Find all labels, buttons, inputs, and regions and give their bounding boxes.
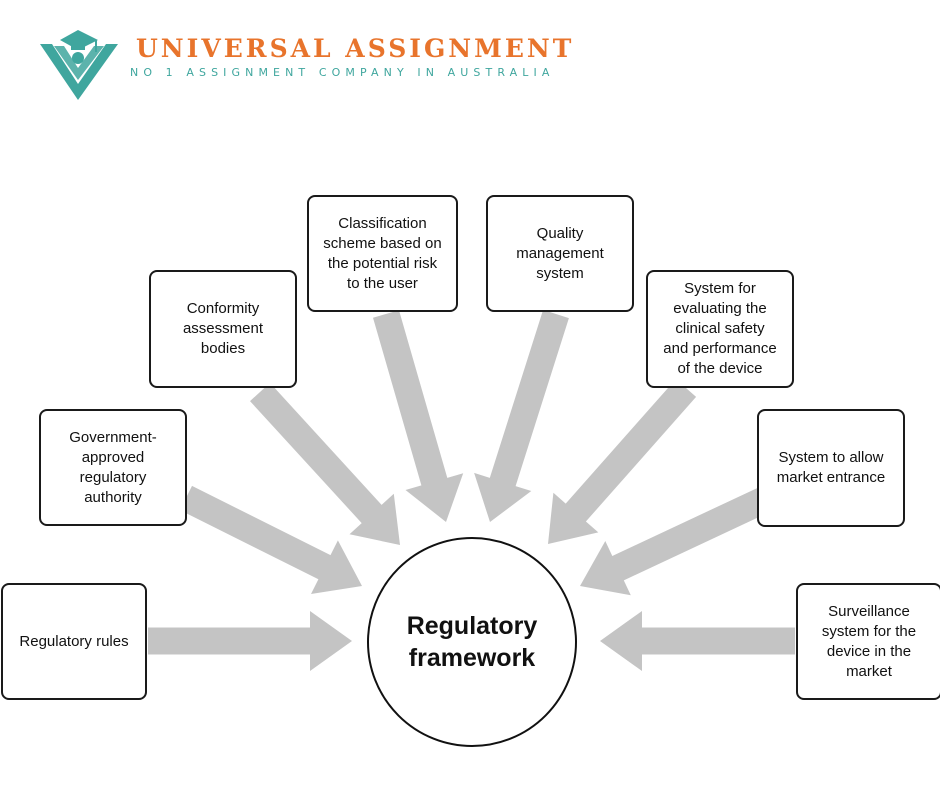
node-quality-management: Quality management system: [486, 195, 634, 312]
node-label: System for evaluating the clinical safet…: [663, 280, 777, 377]
brand-name: UNIVERSAL ASSIGNMENT: [136, 34, 575, 63]
arrow-4: [474, 309, 569, 522]
node-clinical-evaluation: System for evaluating the clinical safet…: [646, 270, 794, 388]
arrow-3: [373, 310, 464, 522]
node-label: Quality management system: [516, 224, 604, 282]
node-label: Classification scheme based on the poten…: [323, 214, 442, 292]
node-label: Surveillance system for the device in th…: [821, 602, 917, 680]
node-label: Conformity assessment bodies: [182, 300, 264, 357]
arrow-0: [148, 611, 352, 671]
node-regulatory-authority: Government- approved regulatory authorit…: [39, 409, 187, 526]
node-label: Government- approved regulatory authorit…: [69, 428, 157, 506]
brand-tagline: NO 1 ASSIGNMENT COMPANY IN AUSTRALIA: [130, 66, 555, 79]
center-label: Regulatory framework: [406, 612, 538, 672]
node-regulatory-rules: Regulatory rules: [1, 583, 147, 700]
arrow-7: [600, 611, 795, 671]
node-market-entrance: System to allow market entrance: [757, 409, 905, 527]
arrow-1: [180, 485, 362, 594]
node-conformity-assessment: Conformity assessment bodies: [149, 270, 297, 388]
node-surveillance-system: Surveillance system for the device in th…: [796, 583, 940, 700]
node-label: Regulatory rules: [19, 632, 129, 650]
arrow-5: [548, 379, 697, 544]
arrow-2: [250, 382, 400, 545]
logo-icon: [40, 30, 118, 100]
node-label: System to allow market entrance: [776, 449, 886, 486]
arrow-6: [580, 483, 778, 596]
center-node: Regulatory framework: [367, 537, 577, 747]
node-classification-scheme: Classification scheme based on the poten…: [307, 195, 458, 312]
